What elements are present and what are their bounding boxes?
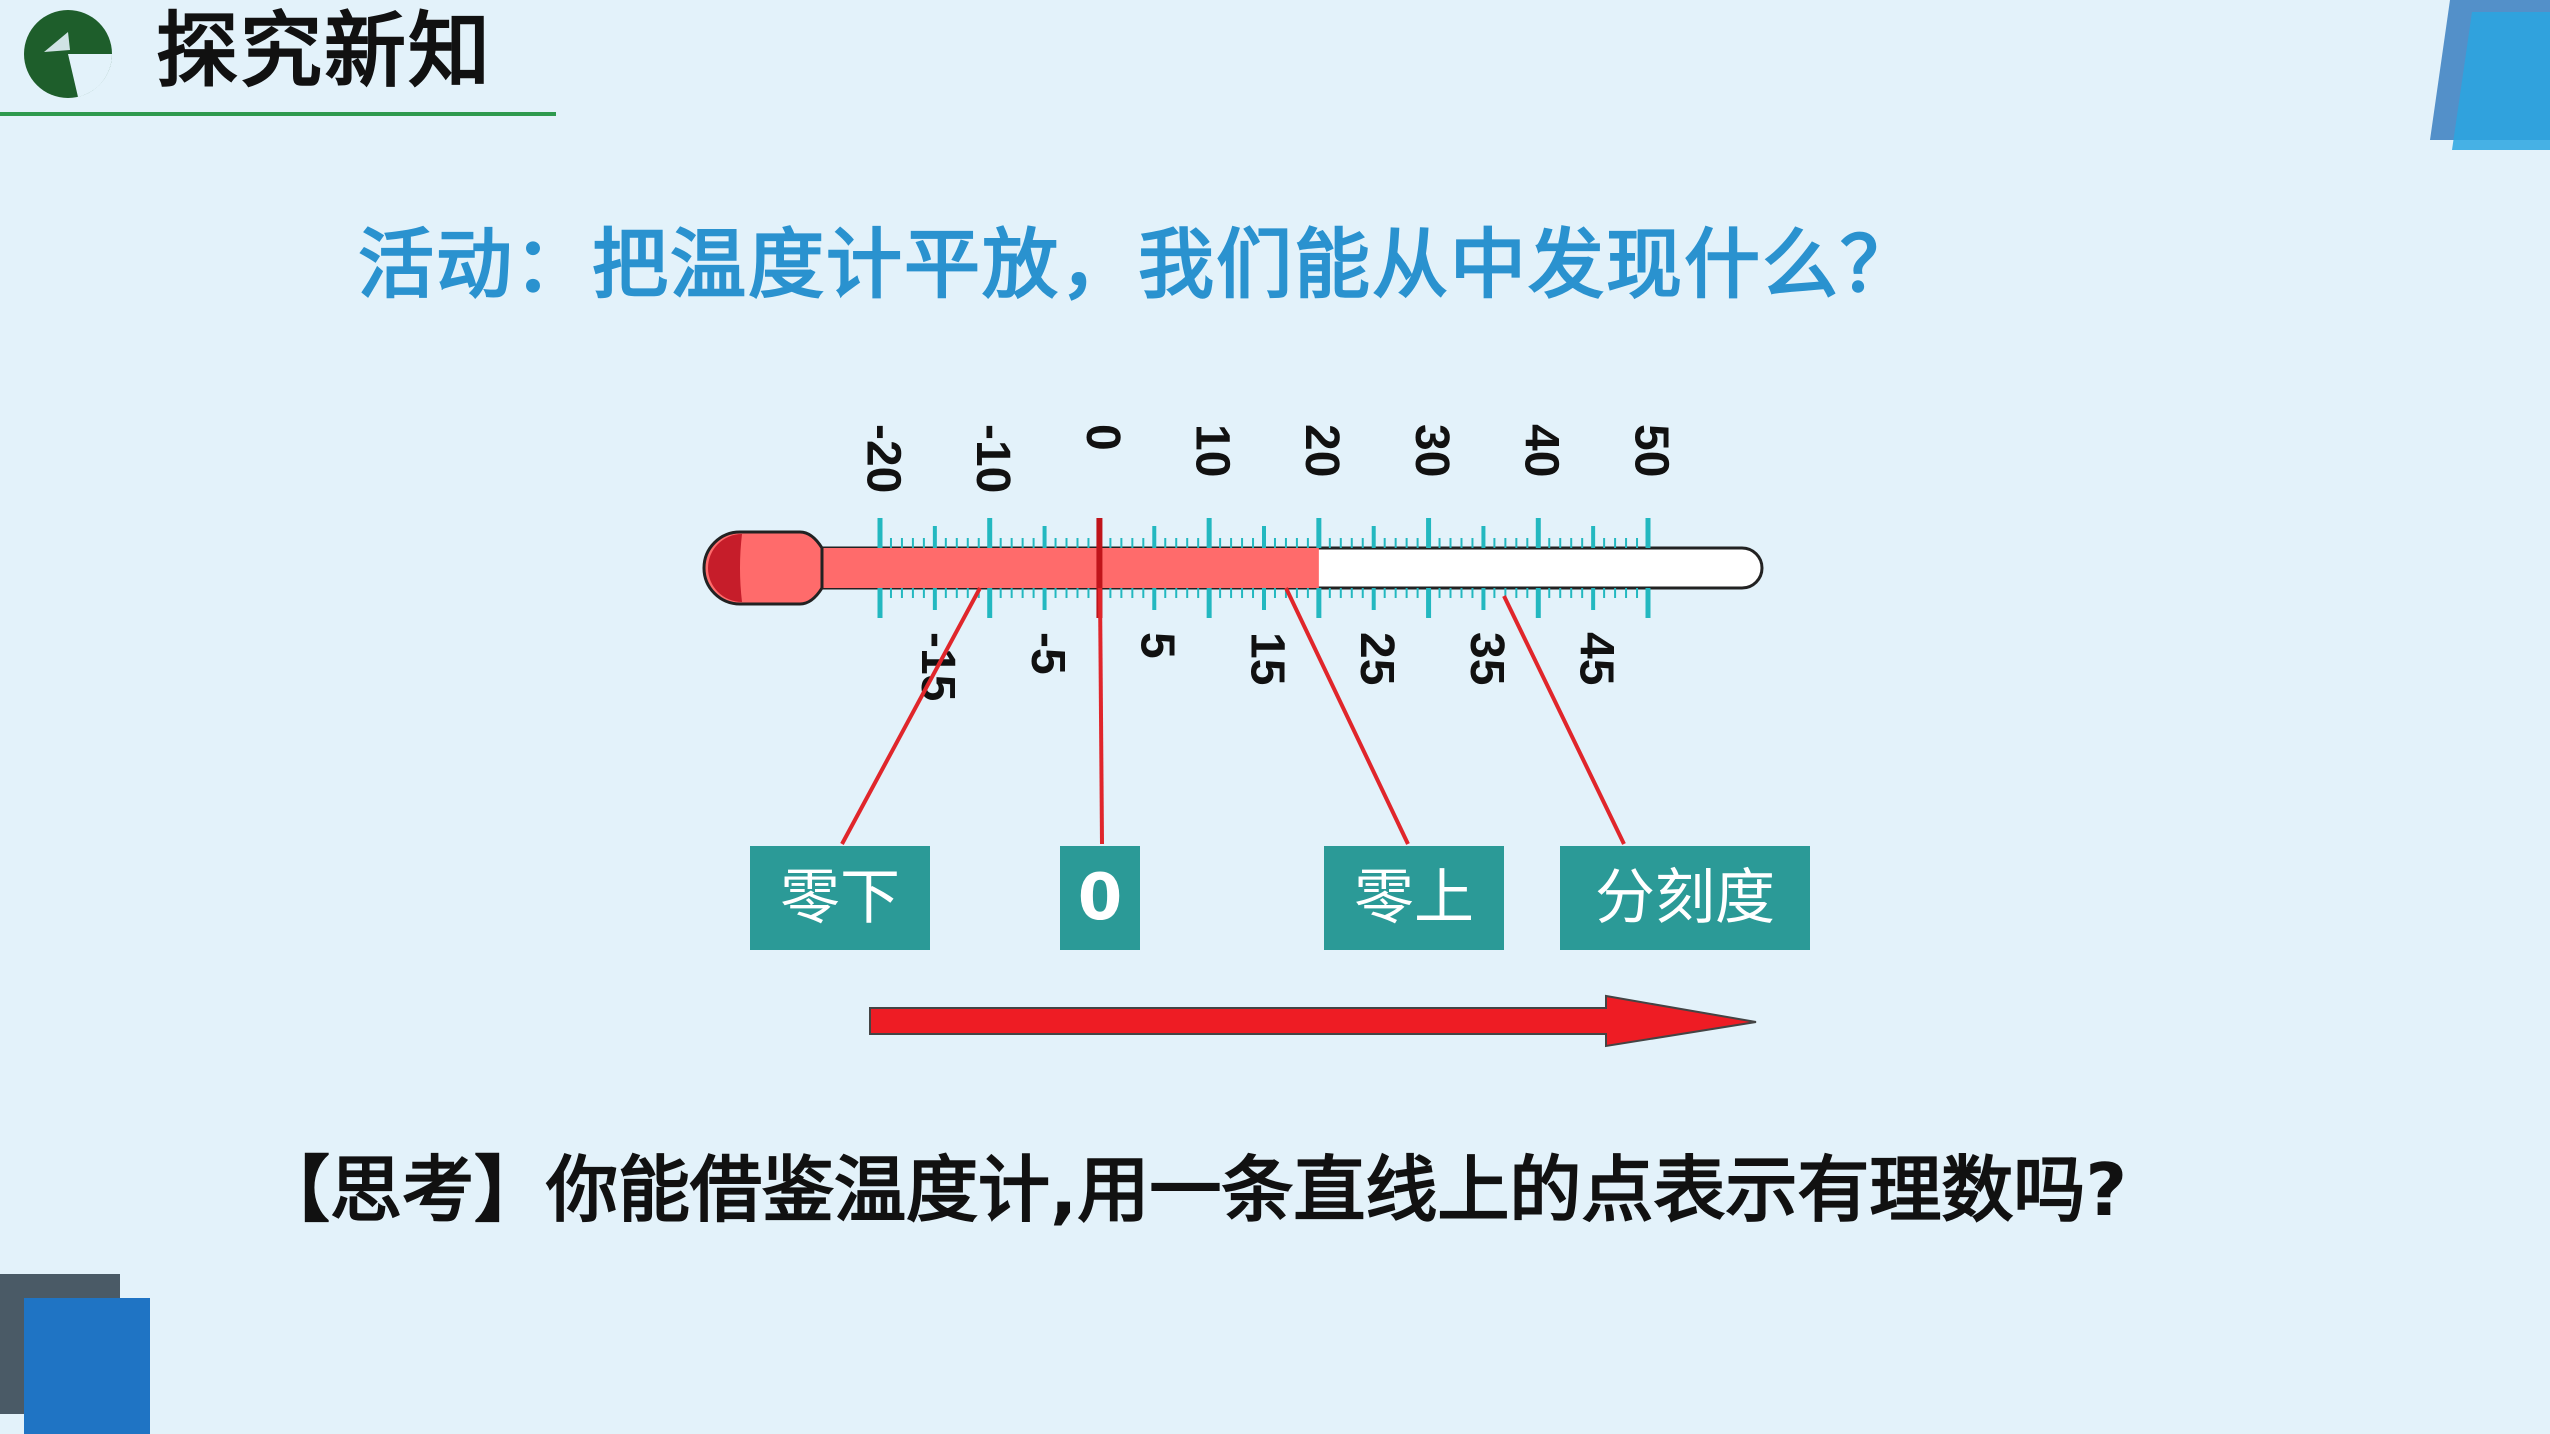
pointer-line-graduation [1502, 595, 1626, 845]
corner-decoration-top-right [2430, 0, 2550, 150]
scale-label-bottom-15: 15 [1240, 632, 1293, 685]
corner-decoration-bottom-left [0, 1274, 150, 1434]
scale-label-bottom-25: 25 [1350, 632, 1403, 685]
activity-prompt: 活动：把温度计平放，我们能从中发现什么？ [358, 220, 1918, 309]
pointer-line-above-zero [1284, 587, 1410, 845]
scale-ticks [877, 518, 1651, 618]
scale-label-bottom-45: 45 [1569, 632, 1622, 685]
scale-label-top-10: 10 [1185, 424, 1238, 477]
direction-arrow [869, 994, 1757, 1048]
mercury-column [820, 548, 1319, 588]
scale-label-top--20: -20 [856, 424, 909, 493]
bulb-tip [708, 534, 742, 602]
pie-logo-icon [24, 10, 113, 98]
header-divider [0, 112, 556, 116]
scale-label-top--10: -10 [966, 424, 1019, 493]
scale-label-top-30: 30 [1405, 424, 1458, 477]
pointer-line-zero [1098, 587, 1104, 845]
scale-label-bottom-35: 35 [1460, 632, 1513, 685]
scale-label-bottom--5: -5 [1021, 632, 1074, 675]
scale-label-top-40: 40 [1515, 424, 1568, 477]
scale-label-top-20: 20 [1295, 424, 1348, 477]
label-zero: 0 [1060, 846, 1140, 950]
scale-label-bottom-5: 5 [1131, 632, 1184, 659]
label-graduation: 分刻度 [1560, 846, 1810, 950]
scale-label-top-0: 0 [1076, 424, 1129, 451]
label-below-zero: 零下 [750, 846, 930, 950]
label-above-zero: 零上 [1324, 846, 1504, 950]
thermometer-body [702, 530, 1764, 606]
think-question: 【思考】你能借鉴温度计,用一条直线上的点表示有理数吗? [258, 1148, 2128, 1232]
scale-label-top-50: 50 [1624, 424, 1677, 477]
section-title: 探究新知 [156, 4, 493, 99]
pointer-line-below-zero [840, 587, 982, 845]
